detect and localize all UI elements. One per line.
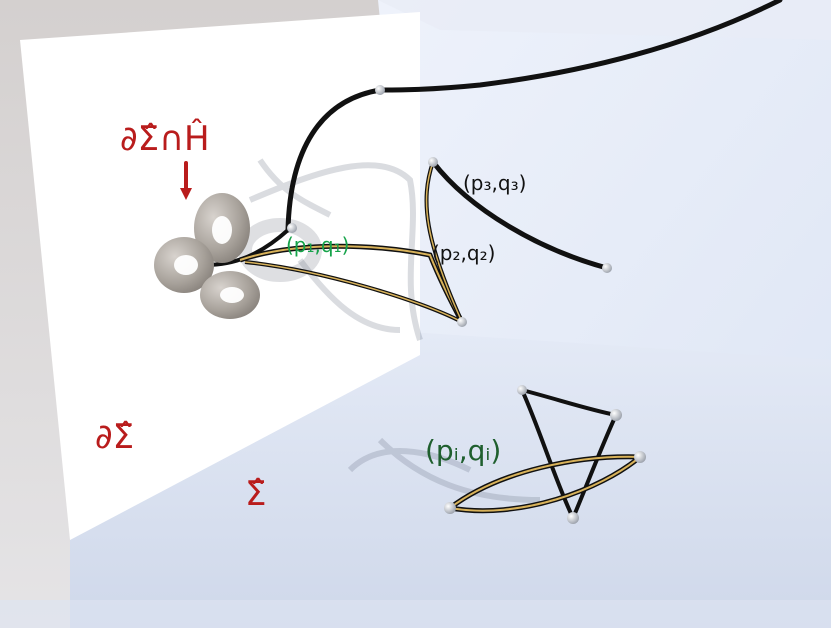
curve-tri-left [520,389,575,519]
curve-top [377,0,783,93]
label-p1-q1: (p₁,q₁) [286,233,349,257]
down-arrow-icon [180,161,192,200]
torus-reflection [238,218,322,282]
label-p2-q2: (p₂,q₂) [432,241,495,265]
curve-lens-top-gold [449,455,641,509]
curve-left-descent [285,87,383,233]
label-surface: Σ̂ [245,474,266,514]
floor-edge [0,600,831,628]
label-pi-qi: (pᵢ,qᵢ) [425,434,501,467]
curve-tri-right [571,414,618,519]
curve-right-arm [430,159,610,271]
label-boundary-intersection: ∂Σ̂∩Ĥ [120,118,210,159]
label-boundary: ∂Σ̂ [95,417,134,457]
curve-cusp-gold [425,161,463,323]
curve-tri-top [521,388,617,417]
curve-gold [239,245,463,323]
node-markers [287,85,646,524]
curve-lower-arc-gold [244,261,463,323]
torus-cluster [154,193,260,319]
curve-lens-bottom-gold [449,456,641,512]
floor-plane [70,330,831,628]
label-p3-q3: (p₃,q₃) [463,171,526,195]
